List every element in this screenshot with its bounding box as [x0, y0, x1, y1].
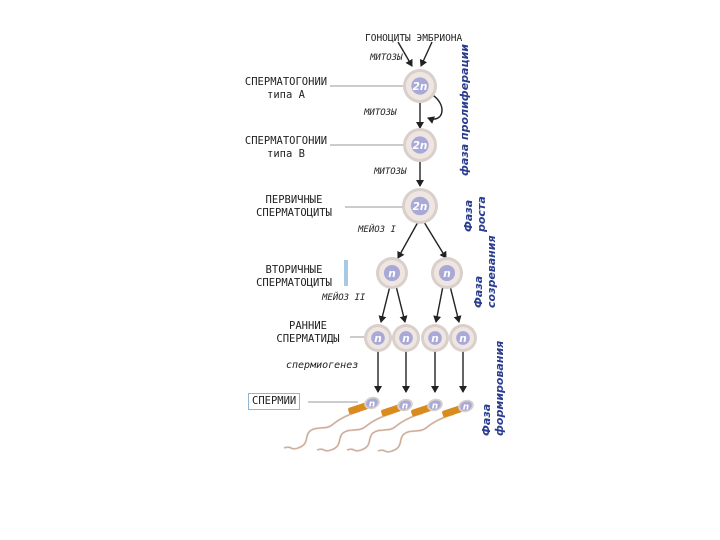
cell-nucleus [371, 331, 385, 345]
sperm-tail-outline [377, 413, 455, 453]
ploidy-label: n [369, 400, 375, 410]
ploidy-label: n [402, 333, 409, 345]
sperm-midpiece [381, 404, 402, 417]
spermatozoon-4: n [377, 399, 474, 453]
process-meiosis-1: МЕЙОЗ I [358, 225, 396, 235]
phase-proliferation: фаза пролиферации [458, 43, 471, 176]
ploidy-label: n [459, 333, 466, 345]
label-gonocytes: ГОНОЦИТЫ ЭМБРИОНА [365, 33, 463, 44]
label-spermatogonia-a: СПЕРМАТОГОНИИ типа А [240, 76, 332, 102]
sperm-midpiece [411, 404, 432, 417]
cell-nucleus [410, 196, 430, 216]
arrow-gonocytes-a [397, 41, 413, 67]
ploidy-label: n [463, 403, 469, 413]
process-meiosis-2: МЕЙОЗ II [322, 293, 366, 303]
cells: 2n 2n 2n n n n n n n [364, 69, 477, 352]
sperm-nucleus [366, 398, 378, 408]
label-spermatogonia-b-line2: типа В [267, 148, 305, 160]
process-mitosis-1: МИТОЗЫ [370, 53, 403, 63]
ploidy-label: 2n [413, 81, 428, 93]
label-spermatids-line1: РАННИЕ [289, 320, 327, 332]
phase-growth: Фаза роста [462, 196, 488, 232]
ploidy-label: n [431, 333, 438, 345]
phase-maturation-line2: созревания [485, 235, 498, 308]
arrow-meiosis2-2 [395, 285, 408, 323]
arrow-meiosis2-3 [433, 285, 444, 323]
phase-growth-line1: Фаза [462, 199, 475, 232]
sperm-tail-outline [283, 410, 361, 450]
ploidy-label: n [388, 268, 395, 280]
phase-formation-line1: Фаза [480, 403, 493, 436]
label-sperm: СПЕРМИИ [248, 393, 301, 410]
cell-spermatid-4: n [449, 324, 477, 352]
arrow-gonocytes-b [419, 41, 433, 67]
cell-spermatid-1: n [364, 324, 392, 352]
phase-formation-line2: формирования [493, 340, 506, 436]
spermatozoon-3: n [346, 398, 443, 452]
label-spermatogonia-b: СПЕРМАТОГОНИИ типа В [240, 135, 332, 161]
secondary-label-bar [344, 260, 348, 286]
ploidy-label: 2n [413, 201, 428, 213]
label-primary-line1: ПЕРВИЧНЫЕ [265, 194, 323, 206]
label-secondary-line1: ВТОРИЧНЫЕ [265, 264, 323, 276]
spermatozoon-2: n [316, 398, 413, 452]
cell-spermatid-3: n [421, 324, 449, 352]
label-connectors [308, 85, 405, 403]
cell-secondary-spermatocyte-1: n [376, 257, 408, 289]
label-primary-spermatocytes: ПЕРВИЧНЫЕ СПЕРМАТОЦИТЫ [246, 194, 342, 220]
label-spermatogonia-a-line2: типа А [267, 89, 305, 101]
ploidy-label: n [432, 402, 438, 412]
arrow-self-renewal [427, 93, 443, 124]
sperm-nucleus [399, 400, 411, 410]
cell-nucleus [399, 331, 413, 345]
sperm-tail [316, 412, 394, 452]
phase-maturation-line1: Фаза [472, 275, 485, 308]
arrows [374, 41, 467, 393]
cell-nucleus [411, 77, 429, 95]
phase-growth-line2: роста [475, 196, 488, 232]
cell-spermatid-2: n [392, 324, 420, 352]
ploidy-label: n [374, 333, 381, 345]
arrow-meiosis1-right [423, 221, 447, 259]
label-early-spermatids: РАННИЕ СПЕРМАТИДЫ [268, 320, 348, 346]
cell-primary-spermatocyte: 2n [402, 188, 438, 224]
label-spermatids-line2: СПЕРМАТИДЫ [276, 333, 340, 345]
sperm-nucleus [460, 401, 472, 411]
sperm-nucleus [429, 400, 441, 410]
ploidy-label: n [402, 402, 408, 412]
process-mitosis-3: МИТОЗЫ [374, 167, 407, 177]
cell-nucleus [383, 264, 401, 282]
label-secondary-spermatocytes: ВТОРИЧНЫЕ СПЕРМАТОЦИТЫ [246, 264, 342, 290]
cell-secondary-spermatocyte-2: n [431, 257, 463, 289]
cell-spermatogonium-a: 2n [403, 69, 437, 103]
sperm-tail [377, 413, 455, 453]
sperm-tail-outline [346, 412, 424, 452]
sperm-tail-outline [316, 412, 394, 452]
arrow-meiosis2-4 [449, 285, 462, 323]
sperm-midpiece [348, 402, 369, 415]
cell-nucleus [456, 331, 470, 345]
label-spermatogonia-a-line1: СПЕРМАТОГОНИИ [244, 76, 328, 88]
process-mitosis-2: МИТОЗЫ [364, 108, 397, 118]
process-spermiogenesis: спермиогенез [286, 360, 359, 371]
sperm-midpiece [442, 405, 463, 418]
phase-formation: Фаза формирования [480, 341, 506, 436]
ploidy-label: n [443, 268, 450, 280]
label-primary-line2: СПЕРМАТОЦИТЫ [256, 207, 332, 219]
spermatozoon-1: n [283, 396, 380, 450]
cell-nucleus [428, 331, 442, 345]
arrow-meiosis1-left [397, 221, 419, 259]
cell-spermatogonium-b: 2n [403, 128, 437, 162]
cell-nucleus [438, 264, 456, 282]
cell-nucleus [411, 136, 429, 154]
label-spermatogonia-b-line1: СПЕРМАТОГОНИИ [244, 135, 328, 147]
phase-maturation: Фаза созревания [472, 235, 498, 308]
arrow-meiosis2-1 [378, 285, 391, 323]
label-secondary-line2: СПЕРМАТОЦИТЫ [256, 277, 332, 289]
ploidy-label: 2n [413, 140, 428, 152]
